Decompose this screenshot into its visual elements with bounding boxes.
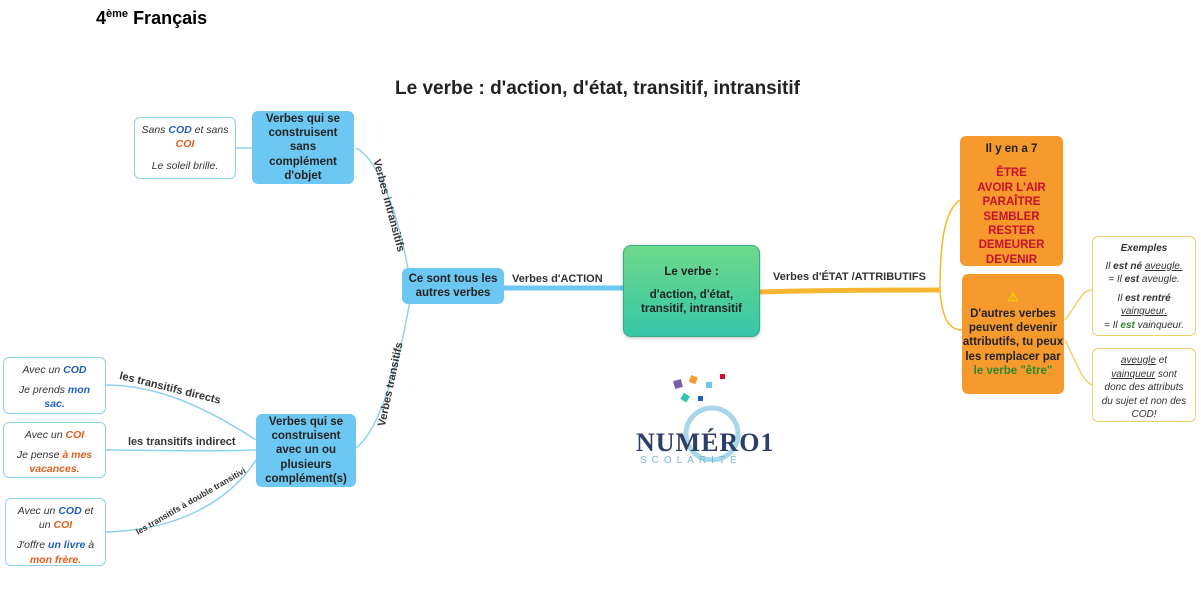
connector-etat bbox=[759, 287, 941, 295]
examples-leaf: Exemples Il est né aveugle. = Il est ave… bbox=[1092, 236, 1196, 336]
level-suffix: ème bbox=[106, 8, 129, 20]
connector-transitifs bbox=[355, 299, 411, 449]
page-title: Le verbe : d'action, d'état, transitif, … bbox=[395, 78, 800, 99]
page-header: 4ème Français bbox=[96, 8, 207, 29]
edge-label-action: Verbes d'ACTION bbox=[512, 273, 603, 285]
connector-double bbox=[105, 459, 257, 533]
state-verb-item: RESTER bbox=[988, 224, 1035, 237]
state-verb-item: PARAÎTRE bbox=[982, 196, 1041, 209]
state-verb-item: DEVENIR bbox=[985, 253, 1038, 266]
attributes-note-leaf: aveugle et vainqueur sont donc des attri… bbox=[1092, 348, 1196, 422]
state-verbs-heading: Il y en a 7 bbox=[985, 143, 1038, 155]
direct-transitive-leaf: Avec un COD Je prends mon sac. bbox=[3, 357, 106, 414]
state-verb-item: DEMEURER bbox=[978, 239, 1045, 252]
state-verb-item: AVOIR L'AIR bbox=[977, 181, 1046, 194]
intransitive-leaf: Sans COD et sans COI Le soleil brille. bbox=[134, 117, 236, 179]
action-verbs-node[interactable]: Ce sont tous les autres verbes bbox=[402, 268, 504, 304]
connector-autres bbox=[939, 289, 963, 331]
connector-indirect bbox=[105, 449, 257, 452]
central-topic-line1: Le verbe : bbox=[664, 266, 719, 279]
other-attributive-verbs-node[interactable]: ⚠ D'autres verbes peuvent devenir attrib… bbox=[962, 274, 1064, 394]
state-verb-item: SEMBLER bbox=[983, 210, 1040, 223]
connector-examples bbox=[1064, 289, 1093, 321]
level-number: 4 bbox=[96, 8, 107, 28]
connector-intransitifs bbox=[355, 147, 411, 281]
connector-direct bbox=[105, 384, 257, 441]
double-transitive-leaf: Avec un COD et un COI J'offre un livre à… bbox=[5, 498, 106, 566]
transitive-verbs-node[interactable]: Verbes qui se construisent avec un ou pl… bbox=[256, 414, 356, 487]
logo-subtitle: SCOLARITÉ bbox=[640, 455, 742, 466]
logo-name: NUMÉRO1 bbox=[636, 428, 775, 457]
edge-label-indirect: les transitifs indirect bbox=[128, 436, 236, 448]
central-topic-line2: d'action, d'état, transitif, intransitif bbox=[641, 288, 742, 316]
connector-etat-list bbox=[939, 199, 961, 291]
state-verb-item: ÊTRE bbox=[996, 167, 1027, 180]
connector-attributs bbox=[1064, 339, 1093, 386]
numero1-logo-graphic bbox=[673, 374, 741, 462]
central-topic[interactable]: Le verbe : d'action, d'état, transitif, … bbox=[623, 245, 760, 337]
subject: Français bbox=[133, 8, 208, 28]
indirect-transitive-leaf: Avec un COI Je pense à mes vacances. bbox=[3, 422, 106, 478]
intransitive-verbs-node[interactable]: Verbes qui se construisent sans compléme… bbox=[252, 111, 354, 184]
warning-icon: ⚠ bbox=[1007, 289, 1019, 304]
edge-label-etat: Verbes d'ÉTAT /ATTRIBUTIFS bbox=[773, 271, 926, 283]
